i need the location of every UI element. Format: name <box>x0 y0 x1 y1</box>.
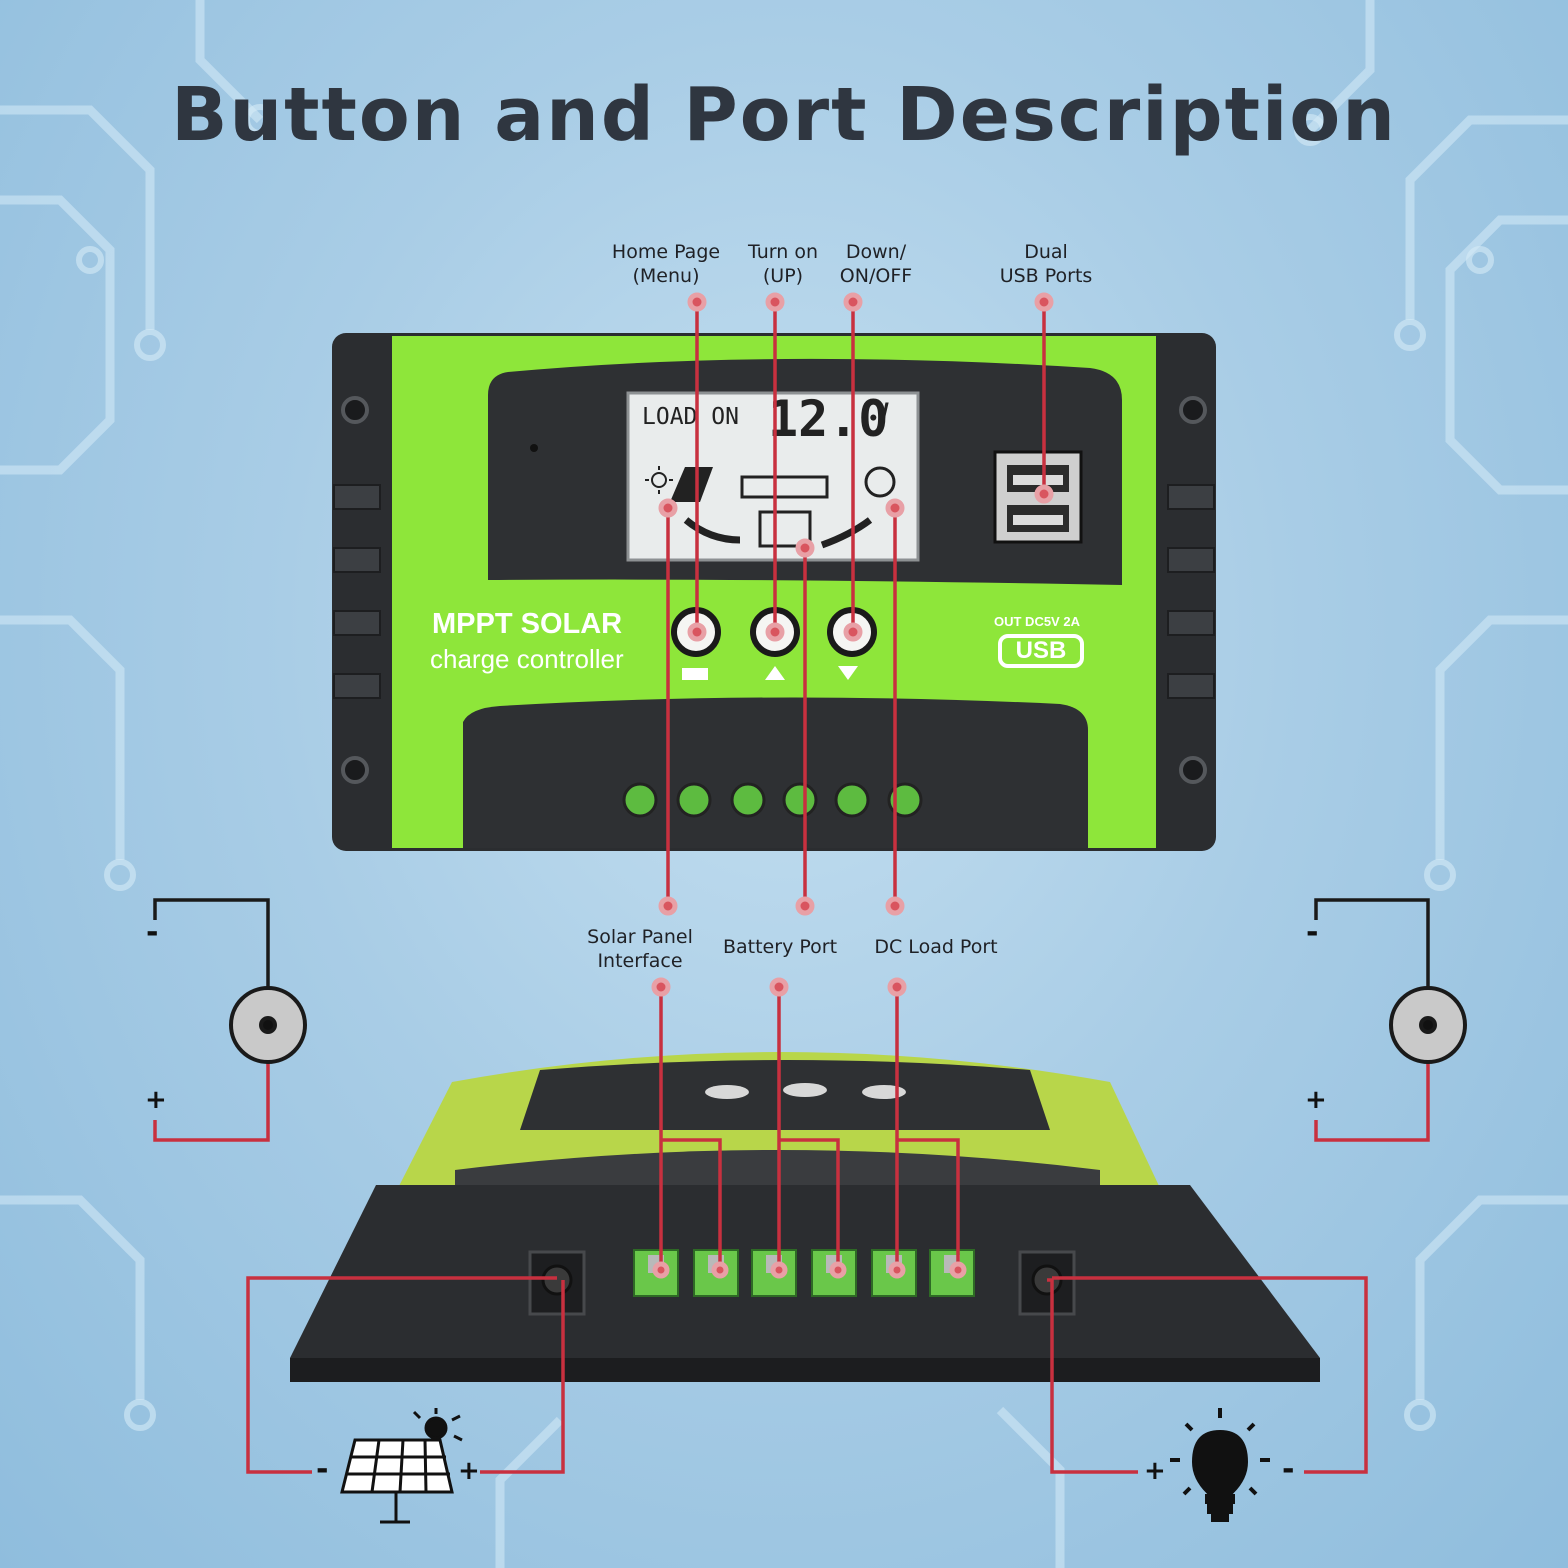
callout-turn-on-line-2: (UP) <box>762 265 804 287</box>
left-meter-plus: + <box>145 1085 167 1115</box>
right-meter-minus: - <box>1306 915 1319 950</box>
callout-solar-line-1: Solar Panel <box>587 926 693 948</box>
callout-down-line-1: Down/ <box>845 241 907 263</box>
solar-minus: - <box>316 1452 329 1487</box>
callout-turn-on-line-1: Turn on <box>748 241 818 263</box>
callout-battery-port: Battery Port <box>712 935 848 959</box>
bulb-plus: + <box>1144 1456 1166 1486</box>
callout-home-page-line-2: (Menu) <box>632 265 700 287</box>
light-bulb-icon <box>1170 1408 1270 1522</box>
callout-turn-on: Turn on (UP) <box>733 240 833 288</box>
brand-line-1: MPPT SOLAR <box>432 608 623 640</box>
callout-solar-line-2: Interface <box>597 950 683 972</box>
callout-usb-ports: Dual USB Ports <box>986 240 1106 288</box>
page-title: Button and Port Description <box>171 72 1397 158</box>
lcd-solar-panel-icon <box>670 467 713 502</box>
callout-home-page-line-1: Home Page <box>611 241 721 263</box>
solar-panel-icon <box>340 1408 463 1524</box>
sun-icon <box>645 466 673 494</box>
callout-down-line-2: ON/OFF <box>839 265 913 287</box>
lcd-unit: V <box>876 400 890 425</box>
terminal-panel <box>463 697 1088 848</box>
lcd-bulb-icon <box>864 466 896 498</box>
lcd-value: 12.0 <box>768 390 889 448</box>
brand-line-2: charge controller <box>430 644 624 674</box>
callout-down-onoff: Down/ ON/OFF <box>826 240 926 288</box>
left-meter-minus: - <box>146 915 159 950</box>
usb-spec-label: OUT DC5V 2A <box>994 614 1080 629</box>
callout-usb-line-1: Dual <box>1024 241 1068 263</box>
battery-icon <box>740 475 829 548</box>
bulb-minus: - <box>1282 1452 1295 1487</box>
callout-home-page: Home Page (Menu) <box>596 240 736 288</box>
callout-dc-load-port: DC Load Port <box>862 935 1010 959</box>
left-meter-icon <box>229 986 307 1064</box>
side-body <box>290 1185 1320 1380</box>
callout-dc-load-line-1: DC Load Port <box>874 936 998 958</box>
lcd-status: LOAD ON <box>642 404 739 430</box>
solar-plus: + <box>458 1456 480 1486</box>
callout-solar-panel: Solar Panel Interface <box>568 925 712 973</box>
right-meter-plus: + <box>1305 1085 1327 1115</box>
callout-battery-line-1: Battery Port <box>722 936 838 958</box>
right-meter-icon <box>1389 986 1467 1064</box>
usb-icon: USB <box>998 634 1084 668</box>
callout-usb-line-2: USB Ports <box>999 265 1093 287</box>
